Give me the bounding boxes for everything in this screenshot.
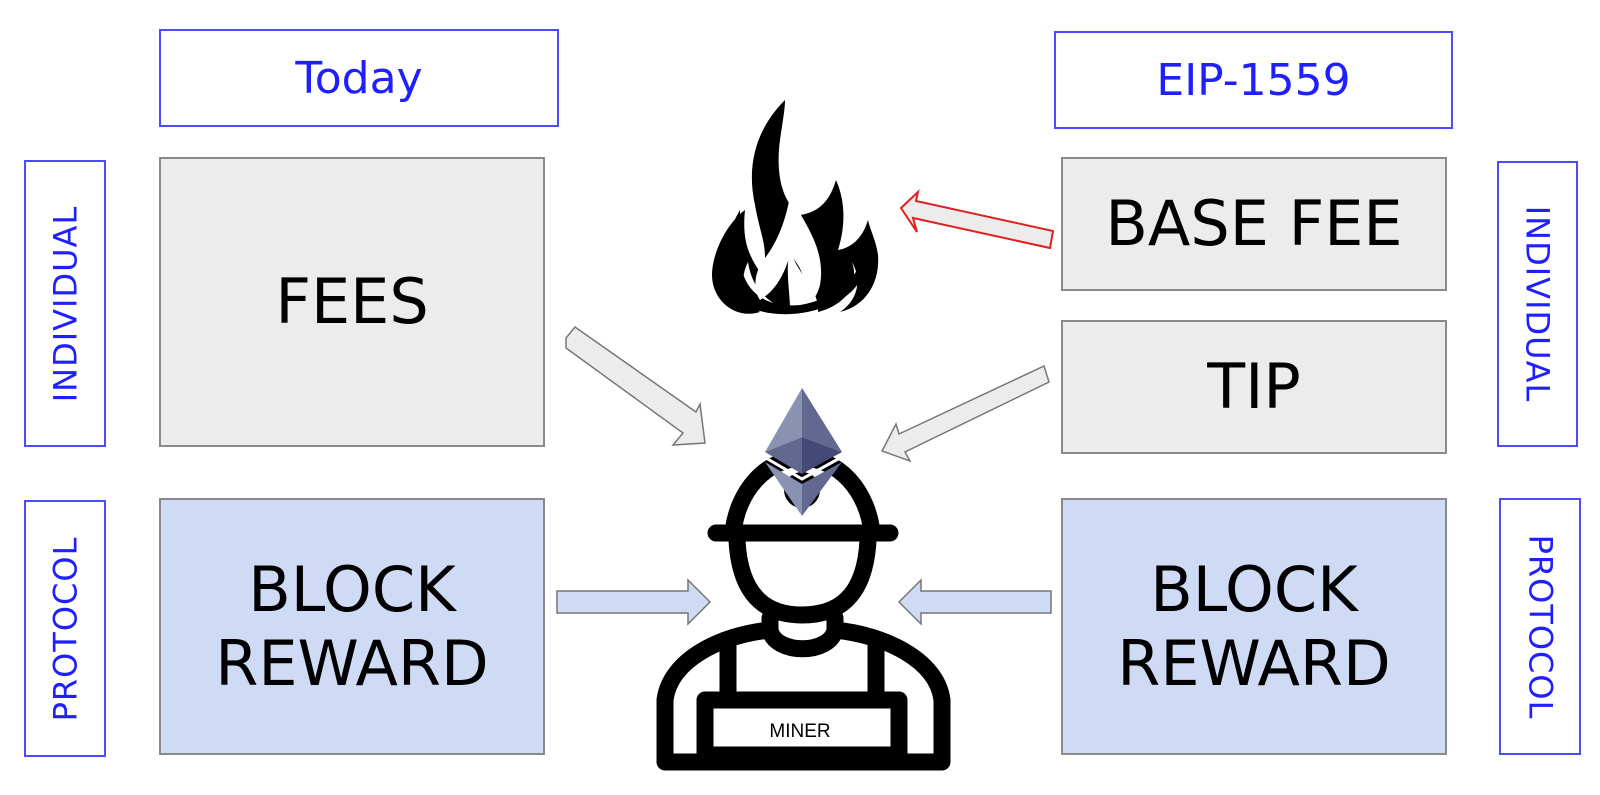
header-eip1559: EIP-1559: [1054, 31, 1453, 129]
tip-to-miner-arrow: [880, 364, 1050, 463]
block-reward-line1: BLOCK: [248, 552, 456, 626]
block-reward-arrow-right: [897, 578, 1052, 626]
base-fee-text: BASE FEE: [1105, 187, 1403, 260]
fees-text: FEES: [275, 265, 429, 338]
tip-text: TIP: [1207, 350, 1301, 423]
tip-box: TIP: [1061, 320, 1447, 454]
label-individual-right: INDIVIDUAL: [1497, 161, 1578, 447]
label-protocol-right: PROTOCOL: [1499, 498, 1581, 755]
label-protocol-left: PROTOCOL: [24, 500, 106, 757]
burn-arrow: [899, 189, 1055, 250]
block-reward-line1: BLOCK: [1150, 552, 1358, 626]
block-reward-box-eip1559: BLOCK REWARD: [1061, 498, 1447, 755]
block-reward-text-today: BLOCK REWARD: [215, 553, 488, 701]
block-reward-line2: REWARD: [1117, 626, 1391, 700]
block-reward-text-eip1559: BLOCK REWARD: [1117, 553, 1390, 701]
miner-label: MINER: [769, 721, 830, 742]
label-individual-left: INDIVIDUAL: [24, 160, 106, 447]
block-reward-box-today: BLOCK REWARD: [159, 498, 545, 755]
fees-to-miner-arrow: [565, 325, 706, 446]
flame-icon: [712, 100, 879, 315]
fees-box: FEES: [159, 157, 545, 447]
ethereum-logo-icon: [765, 388, 842, 516]
block-reward-line2: REWARD: [215, 626, 489, 700]
header-today: Today: [159, 29, 559, 127]
block-reward-arrow-left: [556, 578, 712, 626]
base-fee-box: BASE FEE: [1061, 157, 1447, 291]
